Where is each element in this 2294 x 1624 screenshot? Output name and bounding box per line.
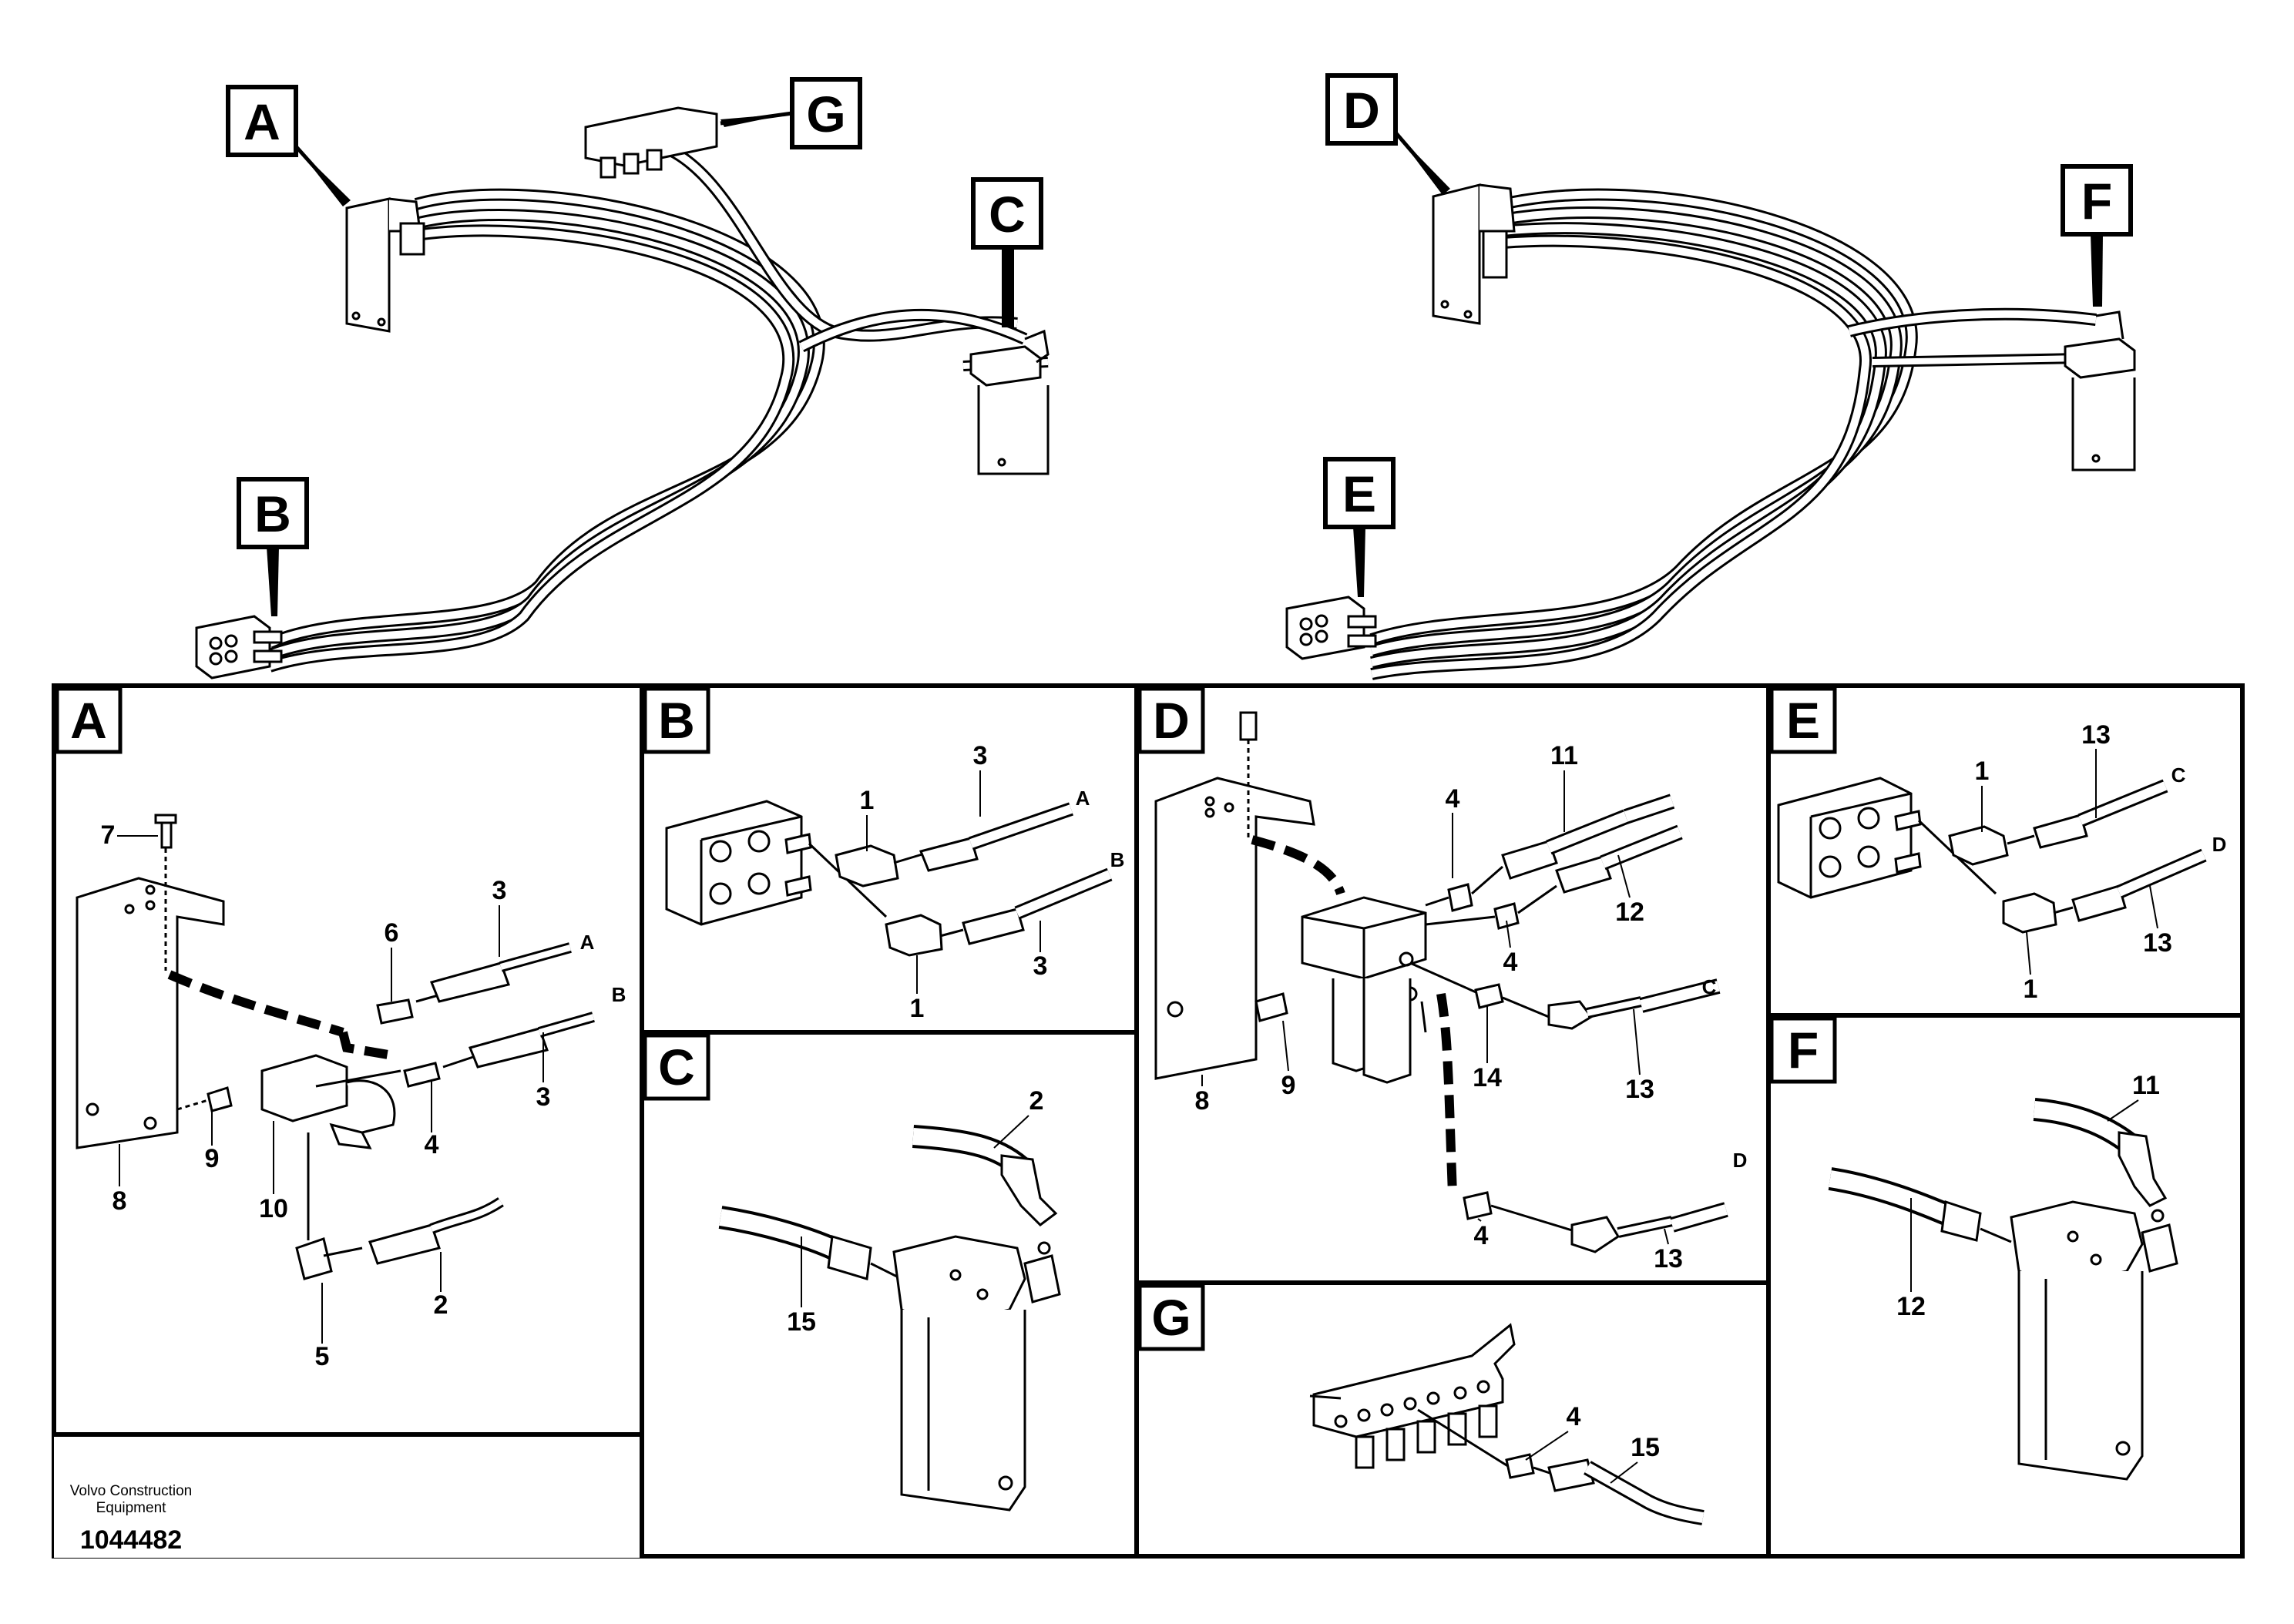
callout-label: C	[2171, 763, 2186, 787]
callout-label: 13	[1625, 1075, 1654, 1104]
overview-left	[195, 106, 1050, 679]
callout-label: 4	[425, 1130, 439, 1159]
callout-label: 15	[1631, 1433, 1660, 1462]
callout-label: 4	[1446, 784, 1460, 814]
panel-C: C 2 15	[643, 1033, 1061, 1512]
callout-label: B	[612, 983, 626, 1006]
callout-label: 7	[101, 820, 116, 850]
callout-label: G	[806, 86, 845, 143]
callout-label: 10	[259, 1194, 288, 1223]
footer-company-line2: Equipment	[96, 1500, 166, 1516]
footer-doc-number: 1044482	[79, 1525, 183, 1555]
callout-label: A	[244, 93, 280, 150]
callout-label: 12	[1615, 898, 1644, 927]
callout-label: 4	[1567, 1402, 1581, 1431]
callout-label: A	[1076, 787, 1090, 810]
callout-label: 6	[385, 918, 399, 948]
overview-label-E: E	[1323, 457, 1396, 597]
panel-F: F 11 12	[1769, 1016, 2178, 1481]
callout-label: E	[1786, 692, 1820, 749]
overview-label-B: B	[237, 477, 309, 616]
callout-label: 14	[1473, 1063, 1502, 1092]
callout-label: D	[2212, 833, 2227, 856]
callout-label: F	[2081, 173, 2112, 230]
callout-label: G	[1151, 1289, 1191, 1346]
callout-label: D	[1343, 82, 1380, 139]
panel-A: A	[55, 686, 626, 1371]
callout-label: A	[70, 692, 107, 749]
overview-label-G: G	[720, 77, 862, 149]
callout-label: 4	[1474, 1221, 1489, 1250]
overview-label-C: C	[971, 177, 1043, 327]
callout-label: 15	[787, 1307, 816, 1337]
callout-label: 12	[1896, 1292, 1926, 1321]
footer-company: Volvo Construction Equipment	[46, 1483, 216, 1517]
callout-label: 11	[1550, 741, 1578, 770]
callout-label: 3	[973, 741, 988, 770]
callout-label: 13	[1654, 1244, 1683, 1273]
callout-label: 2	[434, 1290, 448, 1320]
callout-label: B	[658, 692, 695, 749]
callout-label: C	[989, 186, 1026, 243]
callout-label: 9	[1281, 1071, 1296, 1100]
overview-label-A: A	[226, 85, 351, 206]
overview-right	[1285, 183, 2136, 680]
callout-label: B	[254, 485, 291, 542]
callout-label: 13	[2081, 720, 2111, 750]
panel-E: E 13 1 C D 13 1	[1769, 686, 2227, 1004]
callout-label: 8	[1195, 1086, 1210, 1116]
callout-label: A	[580, 931, 595, 954]
callout-label: C	[1702, 975, 1717, 998]
callout-label: 9	[205, 1144, 220, 1173]
callout-label: F	[1788, 1022, 1819, 1079]
callout-label: 3	[1033, 951, 1048, 981]
callout-label: 13	[2143, 928, 2172, 958]
overview-label-D: D	[1325, 73, 1450, 195]
callout-label: 1	[2024, 975, 2038, 1004]
callout-label: 3	[492, 876, 507, 905]
callout-label: 5	[315, 1342, 330, 1371]
callout-label: D	[1733, 1149, 1748, 1172]
callout-label: 2	[1029, 1086, 1044, 1116]
callout-label: 1	[910, 994, 925, 1023]
callout-label: 1	[860, 786, 875, 815]
callout-label: 11	[2132, 1071, 2160, 1100]
callout-label: 1	[1975, 757, 1990, 786]
footer-company-line1: Volvo Construction	[69, 1483, 193, 1499]
callout-label: D	[1153, 692, 1190, 749]
panel-G: G 4 15	[1137, 1283, 1705, 1525]
panel-D: D	[1137, 686, 1748, 1273]
callout-label: 3	[536, 1082, 551, 1112]
callout-label: 8	[113, 1186, 127, 1216]
callout-label: 4	[1503, 948, 1518, 977]
callout-label: B	[1110, 848, 1125, 871]
callout-label: C	[658, 1038, 695, 1096]
panel-B: B 3 A 1 B 3 1	[643, 686, 1125, 1023]
callout-label: E	[1342, 465, 1376, 522]
overview-label-F: F	[2061, 164, 2133, 307]
